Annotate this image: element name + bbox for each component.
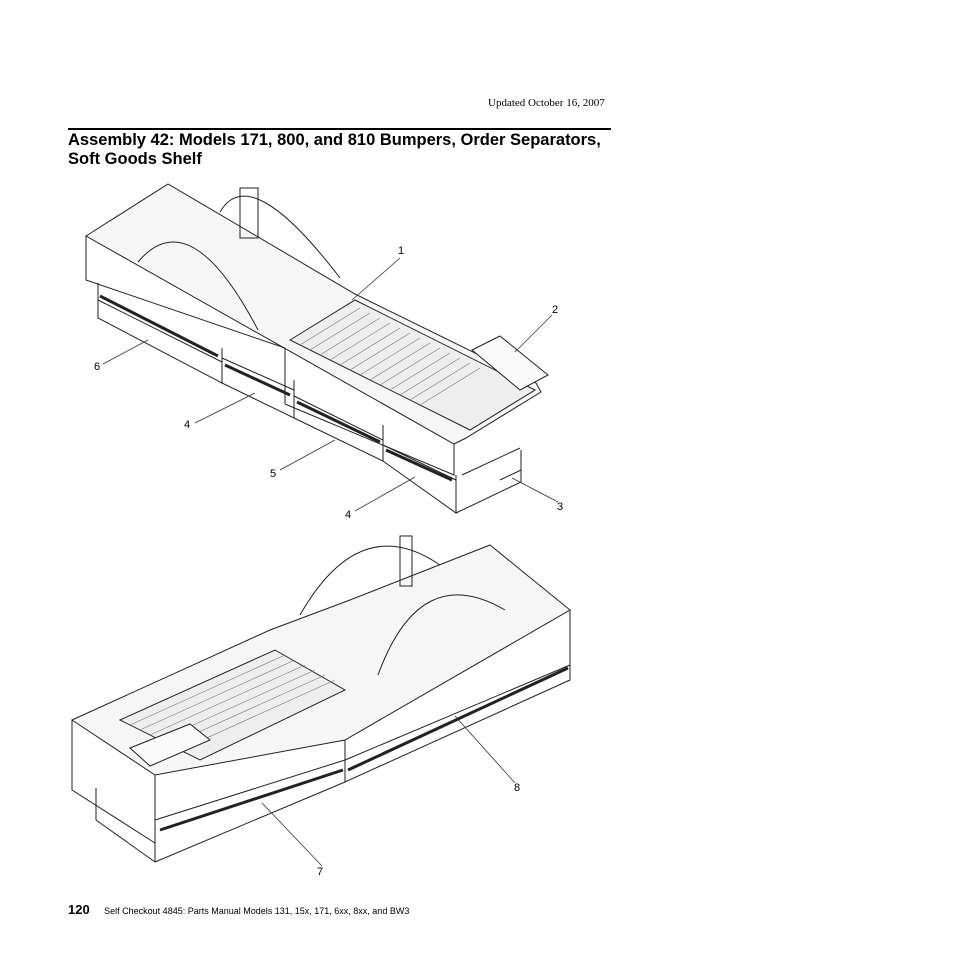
callout-2: 2 [552,304,559,316]
callout-5: 5 [270,468,277,480]
page-title: Assembly 42: Models 171, 800, and 810 Bu… [68,131,628,169]
upper-checkout-unit [85,183,549,514]
callout-4-upper: 4 [184,419,191,431]
title-line-2: Soft Goods Shelf [68,150,202,168]
page-footer: 120 Self Checkout 4845: Parts Manual Mod… [68,901,409,919]
callout-7: 7 [317,866,324,878]
lower-checkout-unit [70,535,571,863]
title-line-1: Assembly 42: Models 171, 800, and 810 Bu… [68,131,601,149]
callout-6: 6 [94,361,101,373]
callout-3: 3 [557,501,564,513]
title-rule [68,128,611,130]
callout-8: 8 [514,782,521,794]
assembly-illustration [60,178,600,893]
callout-1: 1 [398,245,405,257]
updated-date: Updated October 16, 2007 [488,97,605,109]
footer-text: Self Checkout 4845: Parts Manual Models … [104,906,410,916]
callout-4-lower: 4 [345,509,352,521]
page-number: 120 [68,902,90,917]
leader-lines [102,257,559,867]
